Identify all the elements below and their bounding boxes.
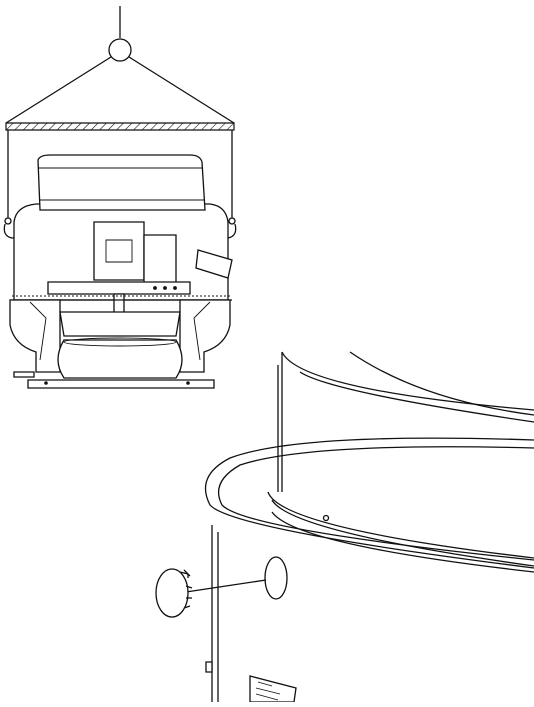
housing-cylinder-icon (206, 352, 534, 702)
lifting-shackle (109, 39, 131, 61)
curb-plate (28, 380, 214, 388)
spreader-bar (6, 123, 234, 130)
fan-unit-icon (10, 155, 232, 388)
flange-outer (268, 492, 534, 558)
cap-plug-icon (156, 569, 266, 617)
housing-right (180, 300, 230, 372)
access-hole (265, 557, 287, 599)
motor-body (94, 222, 144, 280)
sling-left (6, 57, 111, 123)
housing-left (10, 300, 60, 372)
label-plate (250, 676, 296, 702)
leader-line (186, 580, 266, 592)
sling-right (129, 57, 234, 123)
label-plate-icon (250, 676, 296, 702)
motor-cover (38, 155, 205, 210)
curb-ring-inner (219, 447, 534, 560)
motor-plate (48, 282, 190, 294)
motor-bracket (144, 235, 176, 283)
fan-wheel (60, 312, 180, 336)
cap-plug (156, 569, 188, 617)
